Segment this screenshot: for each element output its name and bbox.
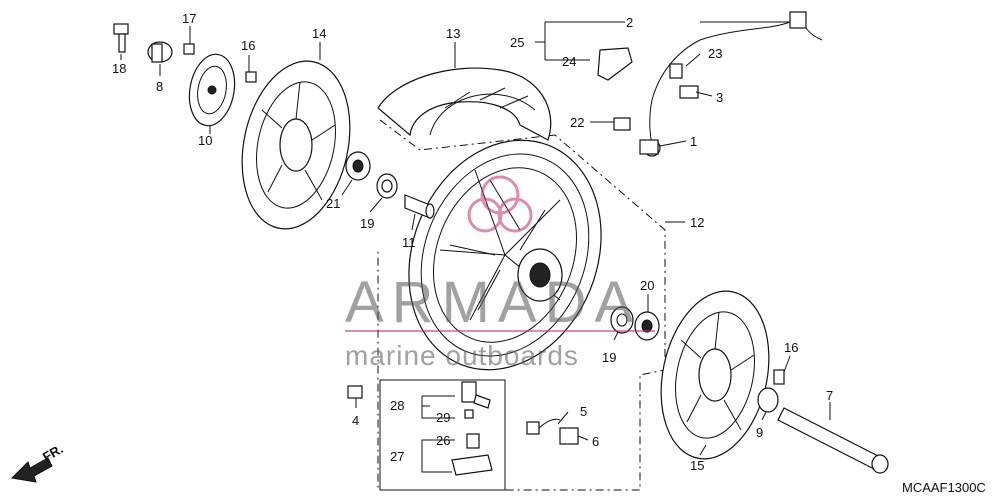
callout-6: 6 [592,434,599,449]
callout-24: 24 [562,54,576,69]
callout-17: 17 [182,11,196,26]
axle-7 [777,407,889,474]
callout-20: 20 [640,278,654,293]
bearing-20 [634,311,660,341]
callout-labels: 1 2 3 4 5 6 7 8 9 10 11 12 13 14 15 16 1… [112,11,833,473]
callout-9: 9 [756,425,763,440]
watermark-brand: ARMADA [345,270,641,335]
front-direction-indicator: FR. [10,441,66,483]
callout-21: 21 [326,196,340,211]
diagram-code: MCAAF1300C [902,480,986,495]
callout-1: 1 [690,134,697,149]
bolt-16-right [773,369,785,385]
speed-sensor-assembly [597,11,823,157]
leader-lines [120,21,831,473]
bearing-21 [345,151,371,181]
collar-8 [147,41,173,63]
watermark-logo-circle [497,197,533,233]
watermark-tagline: marine outboards [345,340,579,371]
dust-seal-19-bottom [610,306,634,334]
watermark-logo-circle [467,197,503,233]
dust-seal-19-top [376,173,398,199]
callout-10: 10 [198,133,212,148]
distance-collar-11 [404,194,435,219]
front-arrow-icon [10,457,53,483]
callout-3: 3 [716,90,723,105]
pulsar-ring [188,53,236,127]
callout-29: 29 [436,410,450,425]
collar-9 [757,387,779,413]
callout-8: 8 [156,79,163,94]
bolt-16-left [245,71,257,83]
callout-14: 14 [312,26,326,41]
valve-inset [379,379,506,491]
callout-27: 27 [390,449,404,464]
brake-disc-left [241,60,351,230]
callout-16-left: 16 [241,38,255,53]
callout-18: 18 [112,61,126,76]
callout-25: 25 [510,35,524,50]
bolt-18 [113,23,129,53]
clip-4 [347,385,363,399]
callout-5: 5 [580,404,587,419]
callout-11: 11 [402,235,416,250]
callout-15: 15 [690,458,704,473]
sensor-5-6 [526,418,579,445]
callout-19-top: 19 [360,216,374,231]
tire [377,67,552,141]
callout-26: 26 [436,433,450,448]
watermark: ARMADA marine outboards [345,175,655,371]
callout-22: 22 [570,115,584,130]
callout-13: 13 [446,26,460,41]
callout-2: 2 [626,15,633,30]
wheel-rim [408,139,602,371]
brake-disc-right [660,290,770,460]
nut-17 [183,43,195,55]
callout-16-right: 16 [784,340,798,355]
callout-7: 7 [826,388,833,403]
callout-19-bottom: 19 [602,350,616,365]
callout-4: 4 [352,413,359,428]
callout-23: 23 [708,46,722,61]
callout-12: 12 [690,215,704,230]
callout-28: 28 [390,398,404,413]
watermark-underline [345,330,655,332]
